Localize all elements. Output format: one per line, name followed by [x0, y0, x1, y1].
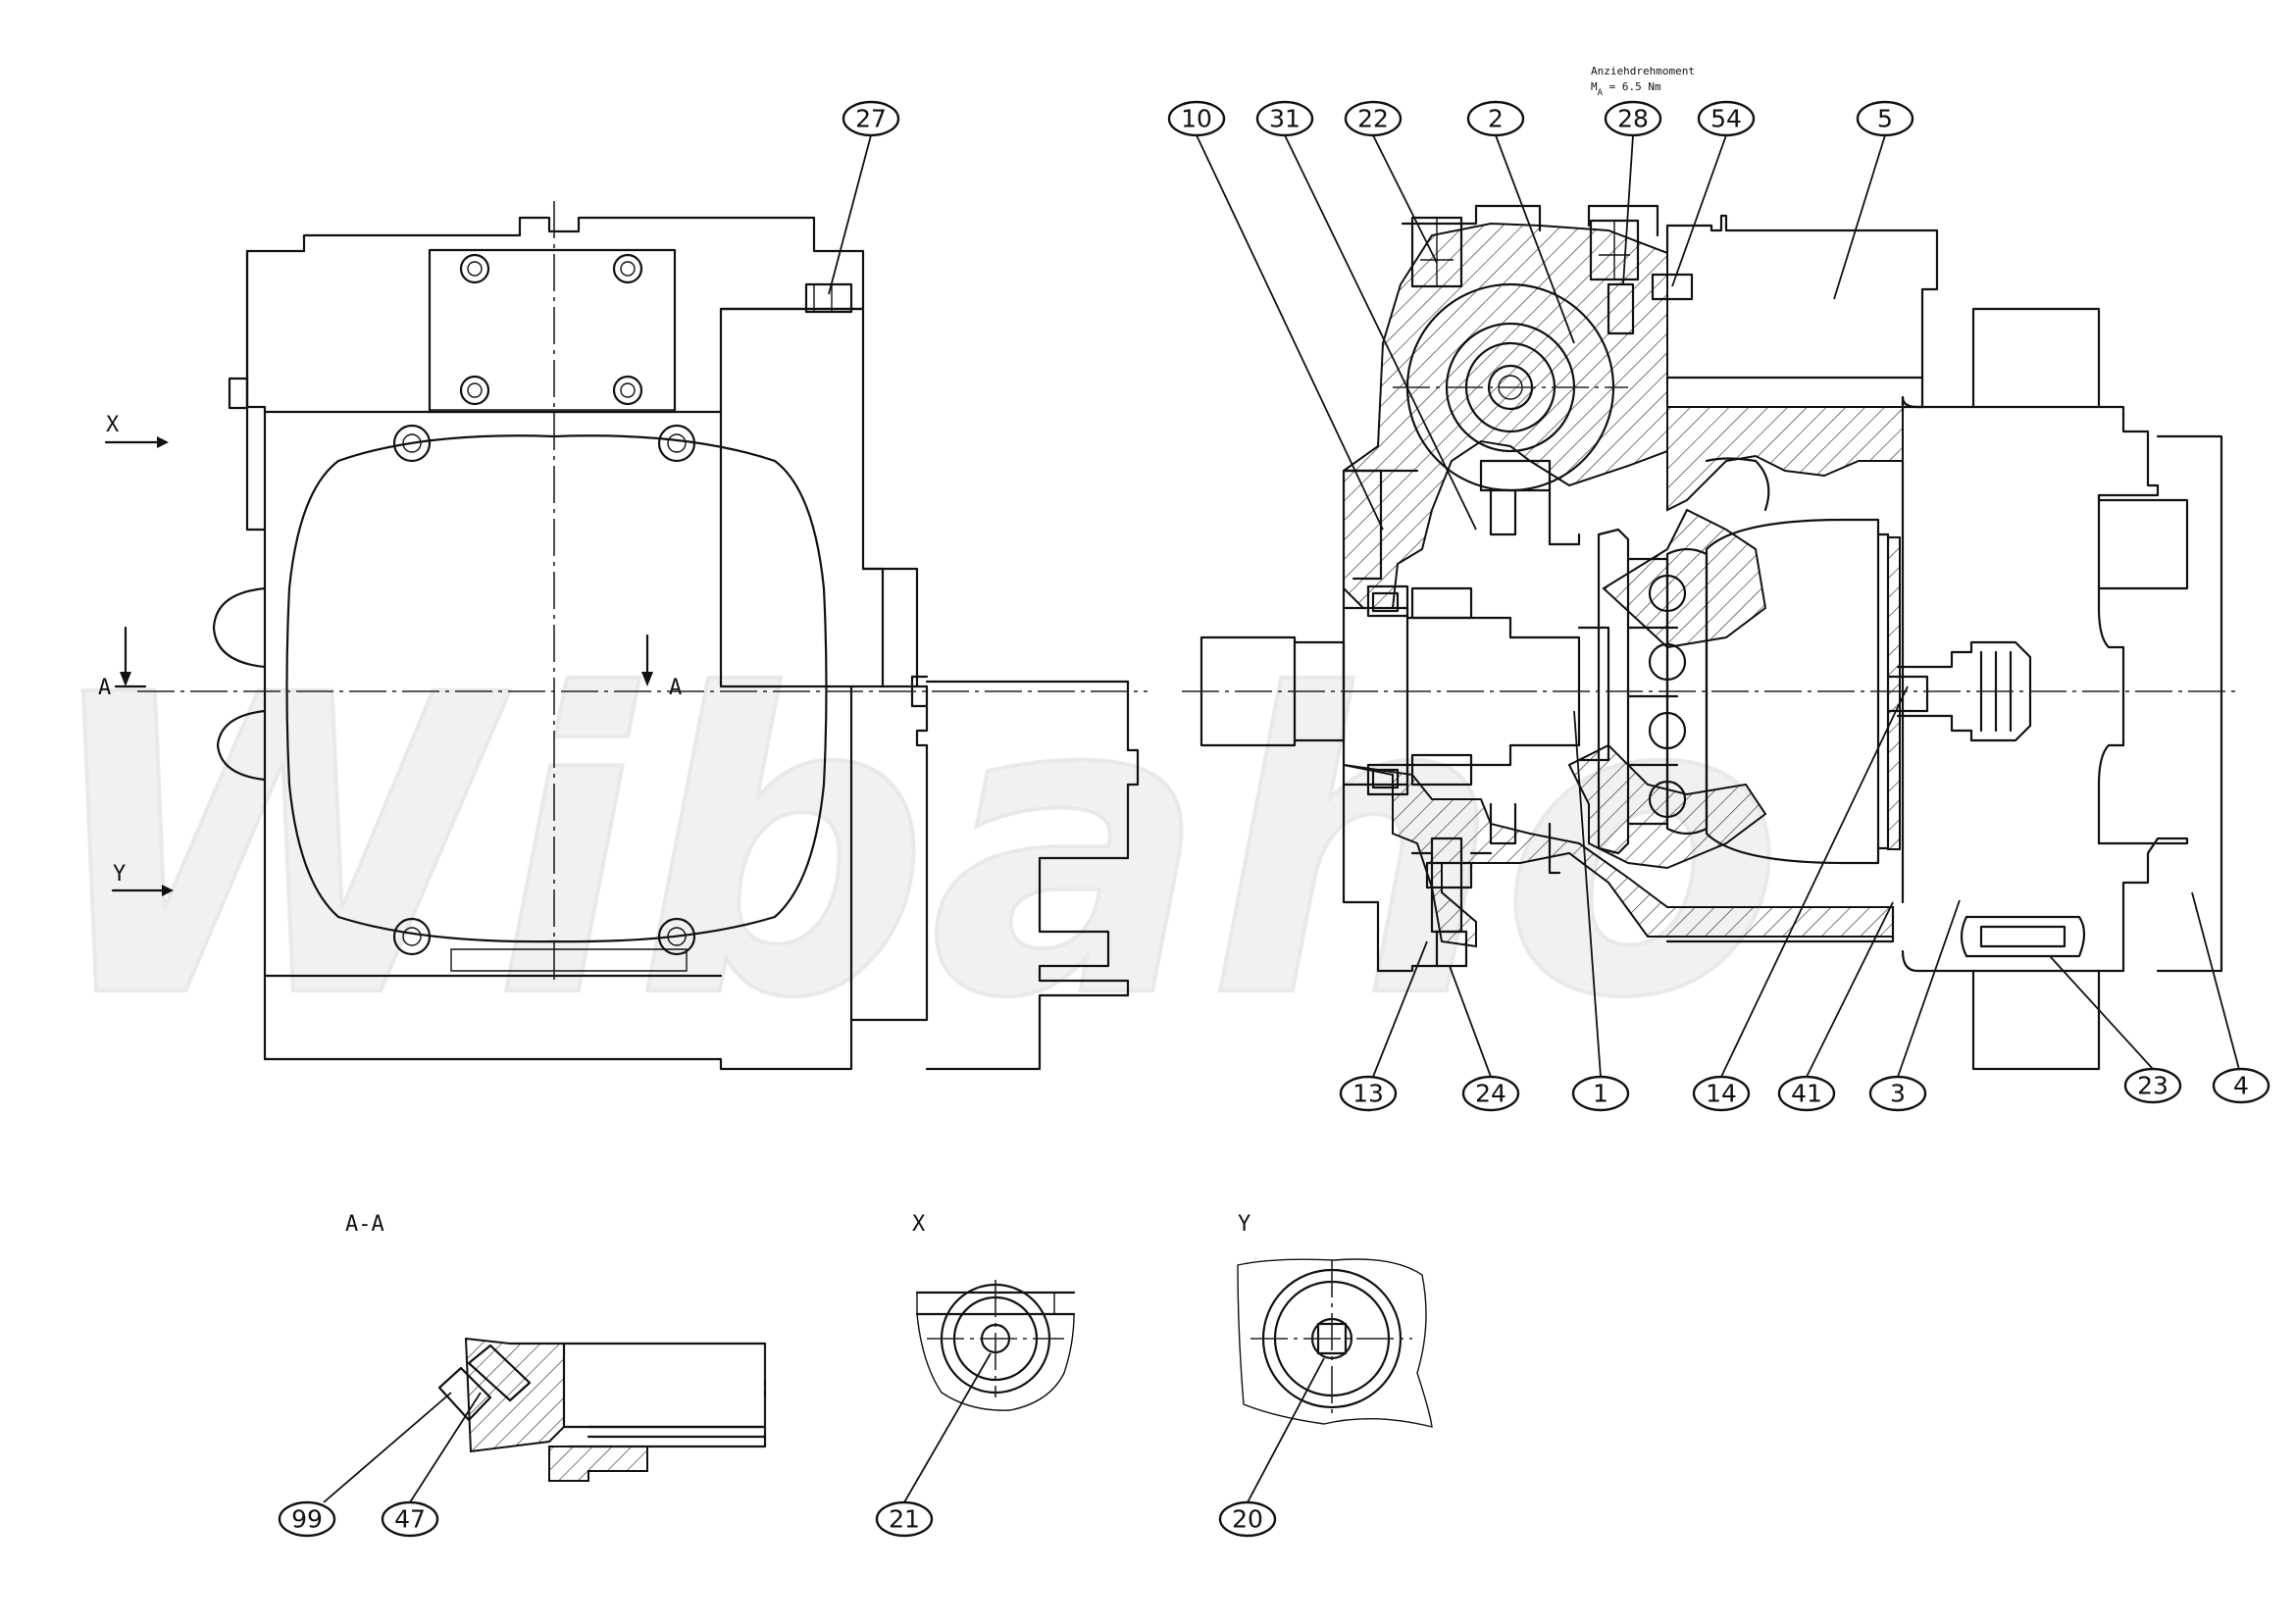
callout-23: 23: [2123, 1067, 2182, 1104]
svg-text:3: 3: [1890, 1080, 1906, 1108]
callout-24: 24: [1461, 1075, 1520, 1112]
svg-text:X: X: [106, 413, 120, 437]
section-aa-detail: A-A: [345, 1212, 767, 1482]
svg-text:Y: Y: [113, 862, 126, 887]
torque-note-title: Anziehdrehmoment: [1591, 65, 1695, 77]
svg-text:10: 10: [1181, 105, 1212, 133]
sectional-view: Anziehdrehmoment MA = 6.5 Nm: [1182, 65, 2236, 1071]
svg-text:47: 47: [394, 1505, 426, 1534]
svg-text:1: 1: [1593, 1080, 1608, 1108]
svg-text:A: A: [669, 676, 682, 700]
callout-99: 99: [278, 1500, 336, 1538]
svg-text:28: 28: [1617, 105, 1649, 133]
svg-text:5: 5: [1877, 105, 1893, 133]
callout-28: 28: [1604, 100, 1662, 137]
leader-lines: [323, 134, 2242, 1503]
svg-text:A: A: [98, 676, 111, 700]
callout-20: 20: [1218, 1500, 1277, 1538]
callout-4: 4: [2212, 1067, 2270, 1104]
detail-x: X: [912, 1212, 1076, 1411]
svg-text:27: 27: [855, 105, 887, 133]
svg-text:22: 22: [1357, 105, 1389, 133]
svg-text:23: 23: [2137, 1072, 2168, 1100]
callout-47: 47: [381, 1500, 439, 1538]
svg-text:31: 31: [1269, 105, 1301, 133]
detail-y: Y: [1237, 1212, 1433, 1428]
svg-text:20: 20: [1232, 1505, 1263, 1534]
svg-text:13: 13: [1352, 1080, 1384, 1108]
section-arrow-a-right: A: [641, 634, 682, 700]
detail-x-title: X: [912, 1212, 926, 1237]
callout-21: 21: [875, 1500, 934, 1538]
callout-3: 3: [1868, 1075, 1927, 1112]
svg-text:24: 24: [1475, 1080, 1506, 1108]
view-arrow-x: X: [104, 413, 169, 448]
callout-22: 22: [1344, 100, 1403, 137]
svg-text:14: 14: [1706, 1080, 1737, 1108]
callout-5: 5: [1856, 100, 1914, 137]
detail-y-title: Y: [1238, 1212, 1250, 1237]
svg-text:4: 4: [2233, 1072, 2249, 1100]
svg-text:54: 54: [1710, 105, 1742, 133]
front-view: X Y A A: [98, 201, 1148, 1071]
svg-text:21: 21: [889, 1505, 920, 1534]
view-arrow-y: Y: [111, 862, 174, 896]
svg-text:99: 99: [291, 1505, 323, 1534]
callout-13: 13: [1339, 1075, 1398, 1112]
callout-1: 1: [1571, 1075, 1630, 1112]
callout-27: 27: [842, 100, 900, 137]
section-arrow-a-left: A: [98, 626, 147, 700]
callout-31: 31: [1255, 100, 1314, 137]
callout-14: 14: [1692, 1075, 1751, 1112]
callout-41: 41: [1777, 1075, 1836, 1112]
svg-text:41: 41: [1791, 1080, 1822, 1108]
callout-2: 2: [1466, 100, 1525, 137]
svg-text:2: 2: [1488, 105, 1504, 133]
callout-54: 54: [1697, 100, 1756, 137]
section-aa-title: A-A: [345, 1212, 384, 1237]
torque-note-value: MA = 6.5 Nm: [1591, 80, 1661, 98]
callout-10: 10: [1167, 100, 1226, 137]
